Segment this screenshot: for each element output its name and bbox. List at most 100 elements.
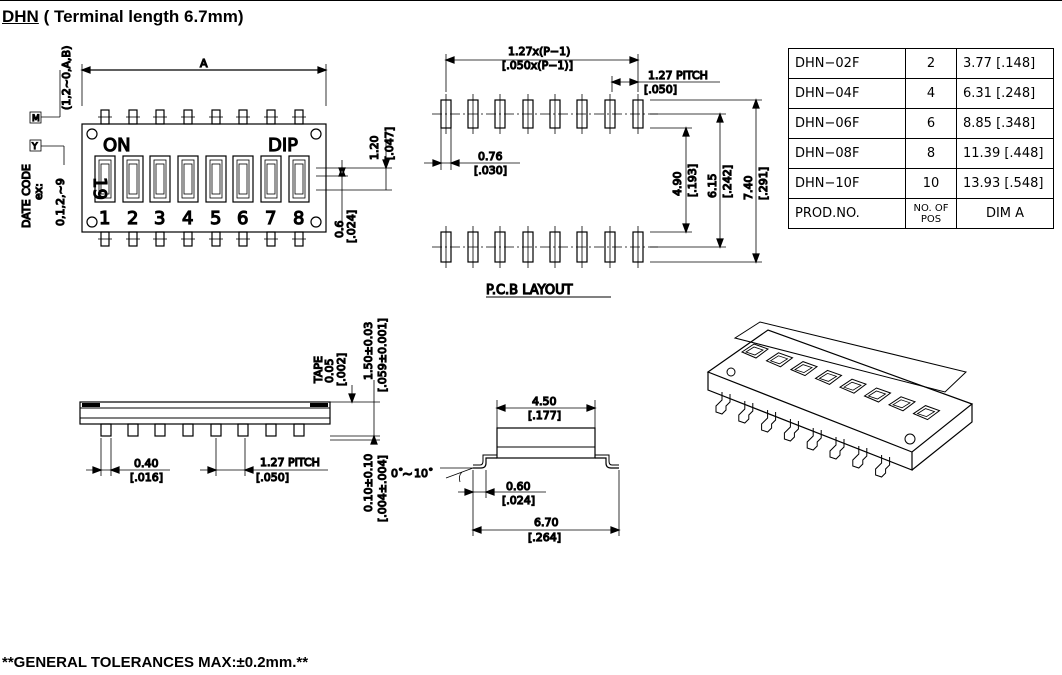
pcb-row-gap-mm: 4.90 <box>671 172 684 197</box>
iso-lead <box>829 437 845 460</box>
pcb-overall-in: [.291] <box>757 167 770 200</box>
pcb-layout: 1.27x(P−1) [.050x(P−1)] 1.27 PITCH [.050… <box>424 44 771 299</box>
iso-switch <box>912 405 941 421</box>
switch-slot <box>177 155 199 203</box>
side-view: 0.40 [.016] 1.27 PITCH [.050] TAPE 0.05 … <box>79 318 390 523</box>
iso-switch <box>838 378 868 394</box>
switch-slot <box>94 155 116 203</box>
iso-switch <box>740 343 770 359</box>
side-lead-w-in: [.016] <box>130 471 163 484</box>
iso-lead <box>852 446 868 469</box>
spec-cell-dim: 11.39 [.448] <box>956 138 1054 169</box>
date-code-mark: 19 <box>89 177 110 200</box>
iso-lead <box>783 419 799 442</box>
position-number: 6 <box>237 208 248 229</box>
spec-cell-prod: DHN−08F <box>788 138 906 169</box>
end-foot-in: [.024] <box>502 494 535 507</box>
spec-cell-prod: DHN−06F <box>788 108 906 139</box>
spec-cell-pos: 6 <box>905 108 957 139</box>
title-suffix: ( Terminal length 6.7mm) <box>38 7 244 26</box>
side-lead <box>127 423 139 437</box>
dip-label: DIP <box>268 135 298 156</box>
side-lead <box>293 423 305 437</box>
pcb-span-in: [.050x(P−1)] <box>502 59 573 72</box>
model-name: DHN <box>2 7 39 26</box>
switch-slot <box>205 155 227 203</box>
iso-lead <box>715 392 731 415</box>
spec-cell-dim: 3.77 [.148] <box>956 48 1054 79</box>
side-height-mm: 1.50±0.03 <box>362 322 375 380</box>
year-range: 0,1,2,~9 <box>54 178 67 226</box>
iso-switch <box>887 396 917 412</box>
position-number: 2 <box>127 208 138 229</box>
end-view: 4.50 [.177] 6.70 [.264] 0.60 [.024] 0˚ ~… <box>390 394 621 545</box>
page-title: DHN ( Terminal length 6.7mm) <box>2 7 244 27</box>
header-prod: PROD.NO. <box>788 198 906 229</box>
top-view-lower-pins <box>98 231 306 247</box>
end-foot-mm: 0.60 <box>506 480 531 493</box>
angle-end: 10˚ <box>414 467 434 480</box>
switch-slot <box>232 155 254 203</box>
dim-pad-mm: 0.6 <box>333 221 346 239</box>
iso-front-face <box>707 372 913 471</box>
header-pos-line2: POS <box>920 213 942 225</box>
position-number: 3 <box>154 208 165 229</box>
pcb-span-mm: 1.27x(P−1) <box>508 45 570 58</box>
iso-tape <box>733 321 968 393</box>
iso-switch <box>814 369 843 385</box>
tape-label: TAPE <box>312 356 325 384</box>
iso-switch <box>863 387 892 403</box>
general-tolerances-note: **GENERAL TOLERANCES MAX:±0.2mm.** <box>2 654 309 671</box>
pcb-pitch-mm: 1.27 PITCH <box>648 69 708 82</box>
top-view-upper-pins <box>98 109 306 125</box>
spec-cell-pos: 10 <box>905 168 957 199</box>
spec-cell-prod: DHN−04F <box>788 78 906 109</box>
iso-lead <box>875 455 891 478</box>
iso-view <box>706 321 974 478</box>
pcb-row-gap-in: [.193] <box>686 164 699 197</box>
dim-height-mm: 1.20 <box>368 136 381 161</box>
on-label: ON <box>103 135 131 156</box>
corner-mark-tr <box>310 128 322 140</box>
pcb-center-in: [.242] <box>721 165 734 198</box>
pcb-pad-w-mm: 0.76 <box>478 150 503 163</box>
tape-mm: 0.05 <box>323 359 336 384</box>
side-lead-in: [.004±.004] <box>376 455 389 522</box>
iso-lead <box>738 401 754 424</box>
end-overall-mm: 6.70 <box>534 516 559 529</box>
spec-cell-prod: DHN−02F <box>788 48 906 79</box>
month-box <box>29 111 42 124</box>
pcb-layout-title: P.C.B LAYOUT <box>486 283 573 298</box>
spec-cell-pos: 2 <box>905 48 957 79</box>
side-height-in: [.059±0.001] <box>376 318 389 392</box>
position-number: 1 <box>99 208 110 229</box>
iso-lead <box>806 428 822 451</box>
corner-mark-br <box>310 216 322 228</box>
dim-pad-in: [.024] <box>345 210 358 243</box>
dim-a-label: A <box>200 57 208 70</box>
y-mark: Y <box>31 142 38 152</box>
pcb-pad-w-in: [.030] <box>474 164 507 177</box>
side-view-body <box>79 401 331 425</box>
spec-cell-prod: DHN−10F <box>788 168 906 199</box>
angle-start: 0˚ <box>391 467 404 480</box>
ex-label: ex: <box>32 183 45 200</box>
end-body-in: [.177] <box>528 409 561 422</box>
iso-leads <box>715 392 891 478</box>
side-lead-w-mm: 0.40 <box>134 457 159 470</box>
switch-slot <box>260 155 282 203</box>
pcb-center-mm: 6.15 <box>706 174 719 199</box>
header-dim: DIM A <box>956 198 1054 229</box>
m-mark: M <box>32 114 40 124</box>
